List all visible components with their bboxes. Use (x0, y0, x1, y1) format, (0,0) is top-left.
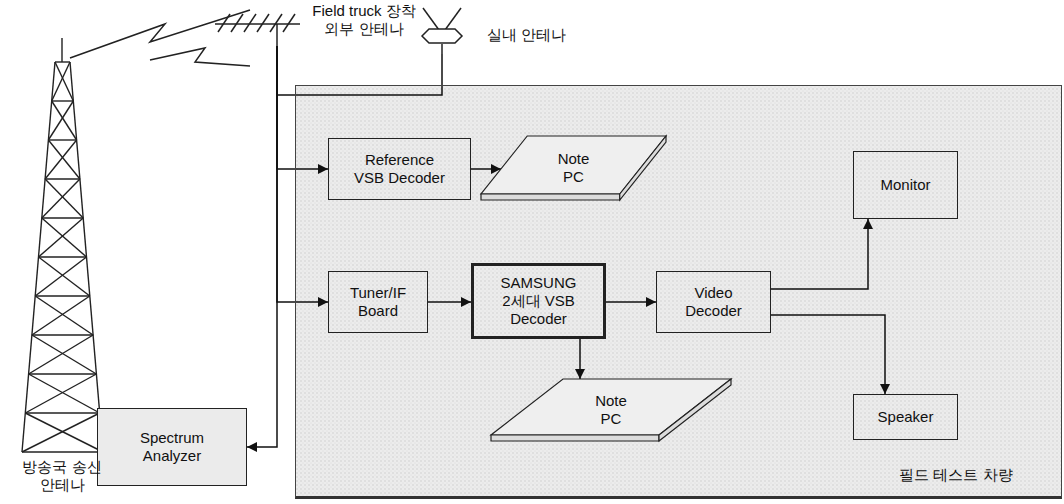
notebook-pc: Note PC (491, 379, 731, 441)
tower-strut (48, 139, 76, 140)
antenna-element (244, 14, 256, 32)
tower-strut (22, 413, 100, 452)
tower-strut (45, 179, 83, 218)
notebook-pc: Note PC (481, 136, 666, 200)
tower-strut (32, 296, 90, 335)
signal-connector (771, 315, 885, 394)
antenna-element (270, 14, 282, 32)
radio-wave (150, 48, 250, 66)
antenna-base (422, 29, 462, 43)
laptop-face (620, 136, 666, 200)
tower-strut (22, 451, 103, 452)
laptop-face (481, 194, 620, 200)
monitor-box: Monitor (853, 151, 958, 219)
tower-strut (42, 179, 80, 218)
signal-connector (771, 219, 868, 289)
antenna-element (231, 14, 243, 32)
node-text: 실내 안테나 (487, 26, 567, 44)
node-text: Field truck 장착 외부 안테나 (305, 2, 423, 38)
tower-strut (42, 218, 87, 257)
node-text: Video Decoder (674, 284, 754, 320)
antenna-element (276, 24, 278, 46)
transmit-tower (22, 38, 103, 452)
antenna-element (441, 44, 443, 54)
laptop-face (481, 136, 666, 194)
node-text: Tuner/IF Board (342, 284, 414, 320)
tower-strut (29, 335, 94, 374)
tower-strut (35, 296, 93, 335)
tower-strut (39, 256, 87, 257)
node-text: Reference VSB Decoder (350, 151, 450, 187)
node-text: Speaker (878, 408, 934, 426)
node-text: Monitor (880, 176, 930, 194)
tower-strut (29, 373, 97, 374)
tower-strut (55, 61, 70, 62)
tower-strut (52, 100, 74, 101)
tower-strut (45, 178, 80, 179)
label-anchor: 방송국 송신 안테나 (10, 458, 114, 494)
node-text: Note PC (551, 150, 596, 186)
antenna-element (445, 8, 461, 30)
tower-strut (29, 374, 100, 413)
tower-strut (35, 257, 86, 296)
tower-strut (25, 413, 103, 452)
tower-strut (42, 217, 83, 218)
analyzer-box: Spectrum Analyzer (97, 408, 247, 486)
speaker-box: Speaker (853, 394, 958, 440)
signal-connector (277, 46, 328, 169)
tower-strut (48, 101, 73, 140)
signal-connector (606, 301, 656, 303)
antenna-element (423, 8, 439, 30)
antenna-element (218, 14, 230, 32)
tower-strut (48, 140, 80, 179)
tower-strut (61, 38, 62, 62)
station-label: 방송국 송신 안테나 (10, 458, 114, 494)
tower-strut (52, 101, 77, 140)
node-text: 필드 테스트 차량 (881, 466, 1031, 484)
node-text: Note PC (589, 392, 634, 428)
radio-wave (70, 10, 250, 58)
tower-strut (55, 62, 73, 101)
tower-strut (25, 412, 99, 413)
tower-strut (39, 218, 84, 257)
tower-strut (32, 334, 93, 335)
tuner-box: Tuner/IF Board (328, 271, 428, 333)
tower-strut (45, 140, 77, 179)
signal-connector (471, 168, 501, 170)
decoder-chip-box: SAMSUNG 2세대 VSB Decoder (471, 263, 606, 339)
signal-connector (277, 46, 442, 95)
tower-strut (52, 62, 70, 101)
outdoor-antenna: Field truck 장착 외부 안테나 (210, 0, 425, 46)
antenna-element (283, 14, 295, 32)
video-decoder-box: Video Decoder (656, 271, 771, 333)
signal-connector (579, 339, 581, 379)
node-text: SAMSUNG 2세대 VSB Decoder (493, 274, 585, 328)
signal-connector (428, 301, 471, 303)
signal-connector (247, 46, 277, 447)
tower-strut (32, 335, 97, 374)
indoor-antenna: 실내 안테나 (415, 4, 565, 54)
laptop-face (491, 435, 659, 441)
tower-strut (39, 257, 90, 296)
decoder-box: Reference VSB Decoder (328, 138, 471, 200)
antenna-element (257, 14, 269, 32)
laptop-face (659, 379, 731, 441)
test-vehicle: 필드 테스트 차량Reference VSB DecoderNote PCTun… (295, 85, 1062, 499)
node-text: Spectrum Analyzer (127, 429, 217, 465)
tower-strut (25, 374, 96, 413)
vehicle-fill (295, 85, 1062, 499)
tower-strut (35, 295, 90, 296)
